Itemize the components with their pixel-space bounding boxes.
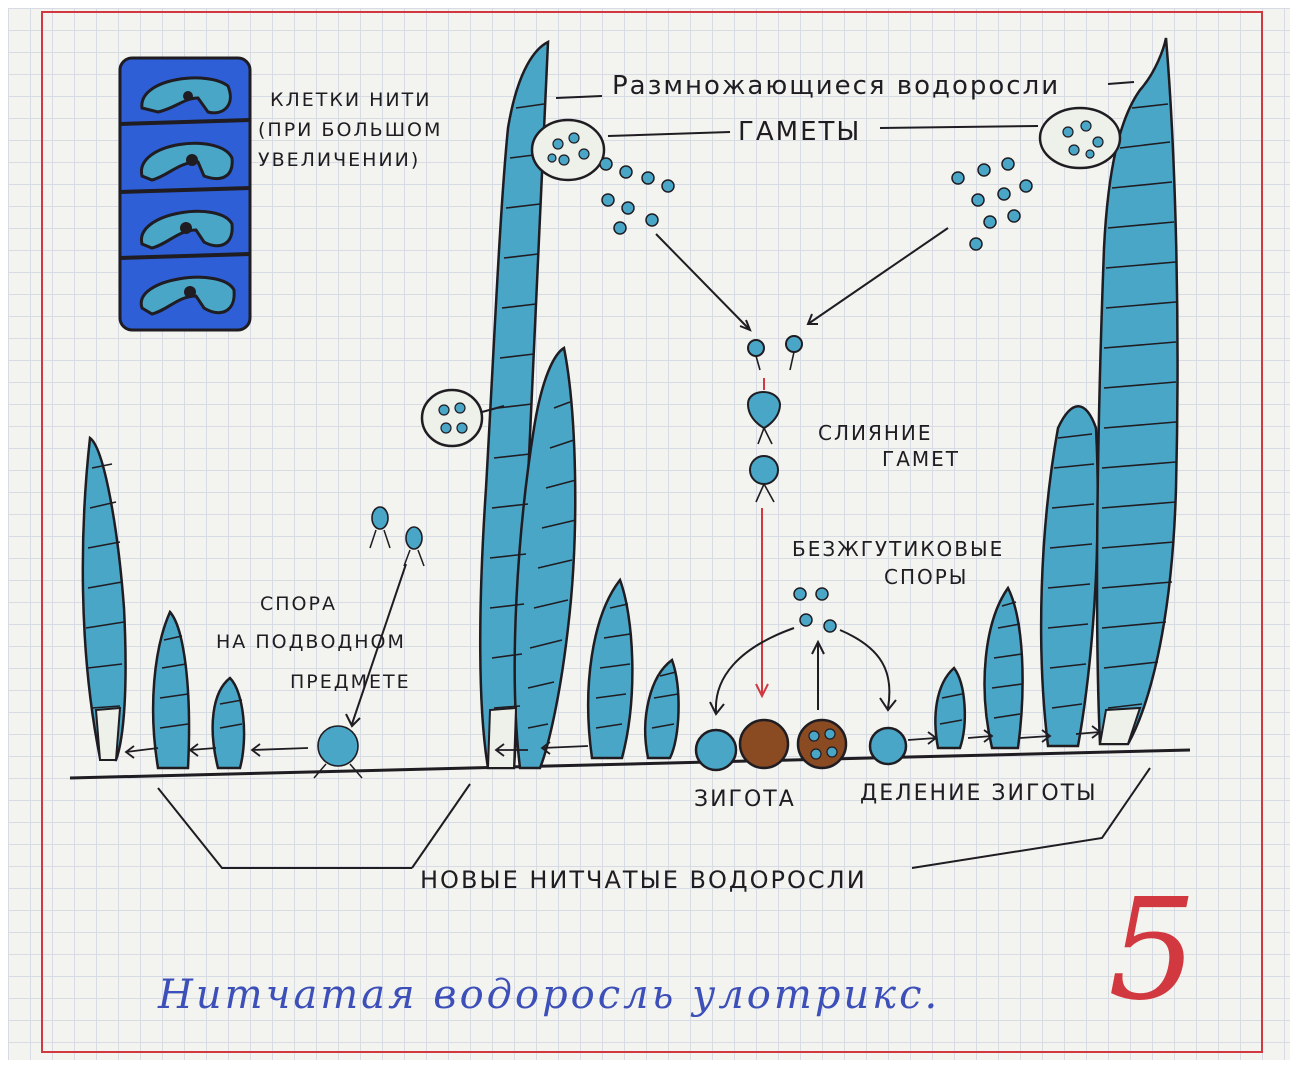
- sporangium-right: [1040, 108, 1120, 168]
- spore-on-object-label: СПОРА НА ПОДВОДНОМ ПРЕДМЕТЕ: [216, 593, 414, 693]
- sporangium-left: [532, 120, 604, 180]
- ulothrix-lifecycle-diagram: КЛЕТКИ НИТИ (ПРИ БОЛЬШОМ УВЕЛИЧЕНИИ): [8, 8, 1290, 1060]
- new-algae-bracket-inner: [412, 784, 470, 868]
- flagellate-spores-label: БЕЗЖГУТИКОВЫЕ СПОРЫ: [792, 537, 1013, 589]
- flagellate-spores: [794, 588, 836, 632]
- spore-arrows: [710, 628, 896, 714]
- cells-caption: КЛЕТКИ НИТИ (ПРИ БОЛЬШОМ УВЕЛИЧЕНИИ): [258, 89, 450, 171]
- fusion-to-zygote-arrow: [756, 508, 768, 696]
- zygote-division-label: ДЕЛЕНИЕ ЗИГОТЫ: [860, 781, 1098, 806]
- gametes-label: ГАМЕТЫ: [738, 117, 861, 147]
- gamete-fusion-label: СЛИЯНИЕ ГАМЕТ: [818, 421, 960, 471]
- notebook-page: КЛЕТКИ НИТИ (ПРИ БОЛЬШОМ УВЕЛИЧЕНИИ): [8, 8, 1290, 1060]
- gametes-left: [600, 158, 674, 234]
- new-algae-label: НОВЫЕ НИТЧАТЫЕ ВОДОРОСЛИ: [420, 866, 867, 894]
- gametes-right: [952, 158, 1032, 250]
- magnified-cells: [120, 58, 250, 330]
- gamete-arrows: [656, 228, 948, 330]
- reproducing-algae-label: Размножающиеся водоросли: [612, 71, 1060, 101]
- zygote-label: ЗИГОТА: [694, 787, 796, 812]
- page-title: Нитчатая водоросль улотрикс.: [157, 972, 940, 1018]
- fusing-gametes: [748, 336, 802, 502]
- zygotes: [696, 720, 906, 770]
- grade-mark: 5: [1108, 869, 1197, 1032]
